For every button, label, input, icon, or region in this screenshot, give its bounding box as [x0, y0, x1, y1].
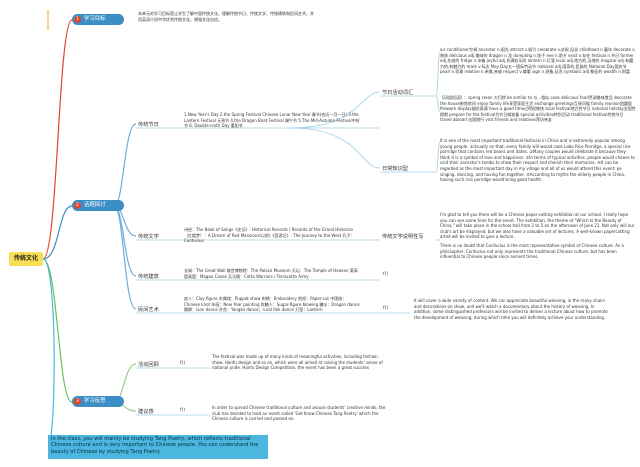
branch-festivals-label[interactable]: 传统节日: [138, 122, 159, 128]
summary-box: In the class, you will mainly be studyin…: [48, 435, 268, 459]
learning-goals-text: 本单元的学习目标是让学生了解中国传统文化，理解传统节日、传统文学、传统建筑和民间…: [138, 11, 314, 22]
branch-architecture-label[interactable]: 传统建筑: [138, 274, 159, 280]
folk-art-essay-text: It will cover a wide variety of content.…: [414, 298, 608, 320]
literature-text: 诗经：The Book of Songs《史记》: Historical Rec…: [184, 227, 355, 244]
root-topic[interactable]: 传统文化: [9, 252, 43, 266]
reflection-review-text: The festival was made up of many kinds o…: [212, 354, 383, 371]
sub-daily-knowledge-label[interactable]: 日常知识型: [382, 166, 408, 172]
section-label: 话题探讨: [84, 202, 106, 208]
section-number-badge: 3: [74, 398, 81, 405]
reflection-suggestion-func[interactable]: f(): [180, 408, 186, 413]
section-topic-discussion[interactable]: 2 话题探讨: [72, 200, 124, 211]
daily-knowledge-text: It is one of the most important traditio…: [440, 138, 635, 183]
section-label: 学习目标: [84, 16, 106, 22]
section-number-badge: 1: [74, 16, 81, 23]
section-label: 学习反思: [84, 398, 106, 404]
confucius-text: There is no doubt that Confucius is the …: [440, 243, 624, 260]
sub-literature-writing-label[interactable]: 传统文学说明性写: [382, 234, 424, 240]
architecture-func-node[interactable]: f(): [383, 272, 389, 277]
reflection-suggestion-label[interactable]: 建议感: [138, 409, 154, 415]
festival-phrases-text: 【词组短语】：spring clean 大扫除 be similar to 与.…: [440, 95, 636, 123]
folk-art-func-node[interactable]: f(): [383, 306, 389, 311]
reflection-suggestion-text: In order to spread Chinese traditional c…: [212, 405, 386, 422]
reflection-review-func[interactable]: f(): [180, 361, 186, 366]
branch-folk-art-label[interactable]: 民间艺术: [138, 307, 159, 313]
section-learning-goals[interactable]: 1 学习目标: [72, 14, 124, 25]
festivals-text: 1.New Year's Day 2.the Spring Festival C…: [184, 112, 360, 129]
reflection-review-label[interactable]: 活动回顾: [138, 362, 159, 368]
festival-vocab-text: air conditioner空调 ancestor n.祖先 attract …: [440, 47, 636, 75]
branch-literature-label[interactable]: 传统文学: [138, 234, 159, 240]
architecture-text: 长城：The Great Wall 故宫博物院：The Palace Museu…: [184, 268, 358, 279]
section-number-badge: 2: [74, 202, 81, 209]
section-reflection[interactable]: 3 学习反思: [72, 396, 124, 407]
folk-art-text: 皮人：Clay figure 木偶戏：Puppet show 刺绣：Embroi…: [184, 296, 360, 313]
sub-festival-vocab-label[interactable]: 节日活动词汇: [382, 90, 414, 96]
literature-writing-text: I'm glad to tell you there will be a Chi…: [440, 212, 635, 240]
